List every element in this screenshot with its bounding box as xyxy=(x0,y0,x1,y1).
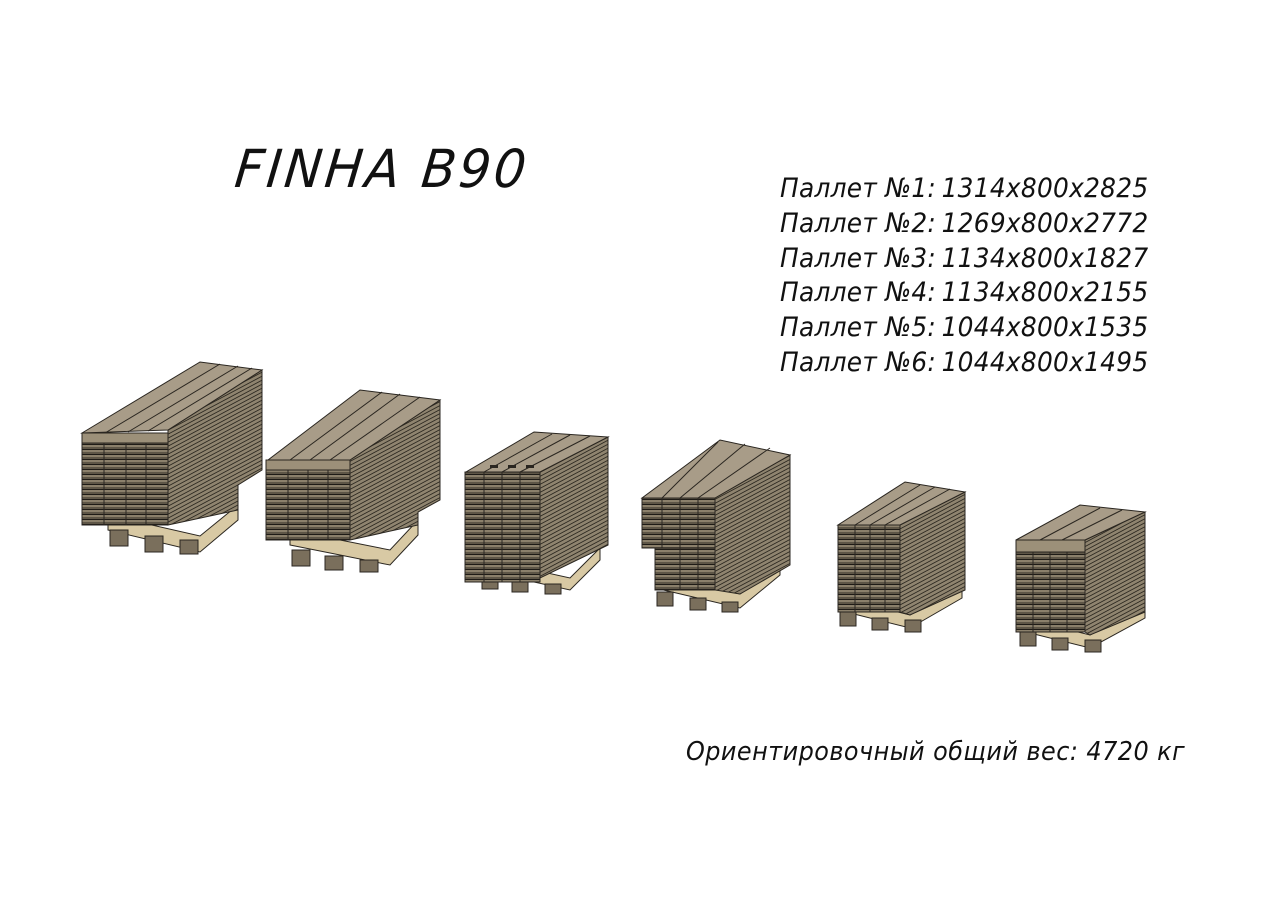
pallet-2-illustration xyxy=(265,389,442,573)
pallet-spec-dimensions: 1134x800x1827 xyxy=(941,242,1149,274)
pallet-4-illustration xyxy=(640,439,792,613)
pallet-spec-5: Паллет №5:1044x800x1535 xyxy=(780,311,1148,346)
pallet-spec-label: Паллет №4: xyxy=(780,277,937,309)
pallet-spec-4: Паллет №4:1134x800x2155 xyxy=(780,276,1148,311)
pallet-spec-label: Паллет №3: xyxy=(780,242,937,274)
pallet-spec-dimensions: 1044x800x1495 xyxy=(941,346,1149,378)
product-title: FINHA B90 xyxy=(232,138,532,200)
total-weight-note: Ориентировочный общий вес: 4720 кг xyxy=(686,737,1186,767)
pallet-spec-dimensions: 1044x800x1535 xyxy=(941,312,1149,344)
pallet-6-illustration xyxy=(1015,504,1147,653)
pallet-spec-3: Паллет №3:1134x800x1827 xyxy=(780,242,1148,277)
pallet-spec-label: Паллет №6: xyxy=(780,346,937,378)
pallet-spec-list: Паллет №1:1314x800x2825 Паллет №2:1269x8… xyxy=(780,172,1148,381)
pallet-spec-label: Паллет №5: xyxy=(780,312,937,344)
pallet-spec-1: Паллет №1:1314x800x2825 xyxy=(780,172,1148,207)
pallet-spec-label: Паллет №2: xyxy=(780,207,937,239)
pallet-spec-6: Паллет №6:1044x800x1495 xyxy=(780,346,1148,381)
pallet-spec-dimensions: 1134x800x2155 xyxy=(941,277,1149,309)
pallet-spec-dimensions: 1269x800x2772 xyxy=(941,207,1149,239)
pallet-spec-dimensions: 1314x800x2825 xyxy=(941,173,1149,204)
pallet-1-illustration xyxy=(80,361,264,555)
pallet-spec-label: Паллет №1: xyxy=(780,173,937,204)
pallet-5-illustration xyxy=(836,481,967,633)
pallet-spec-2: Паллет №2:1269x800x2772 xyxy=(780,207,1148,242)
pallet-3-illustration xyxy=(464,431,610,595)
